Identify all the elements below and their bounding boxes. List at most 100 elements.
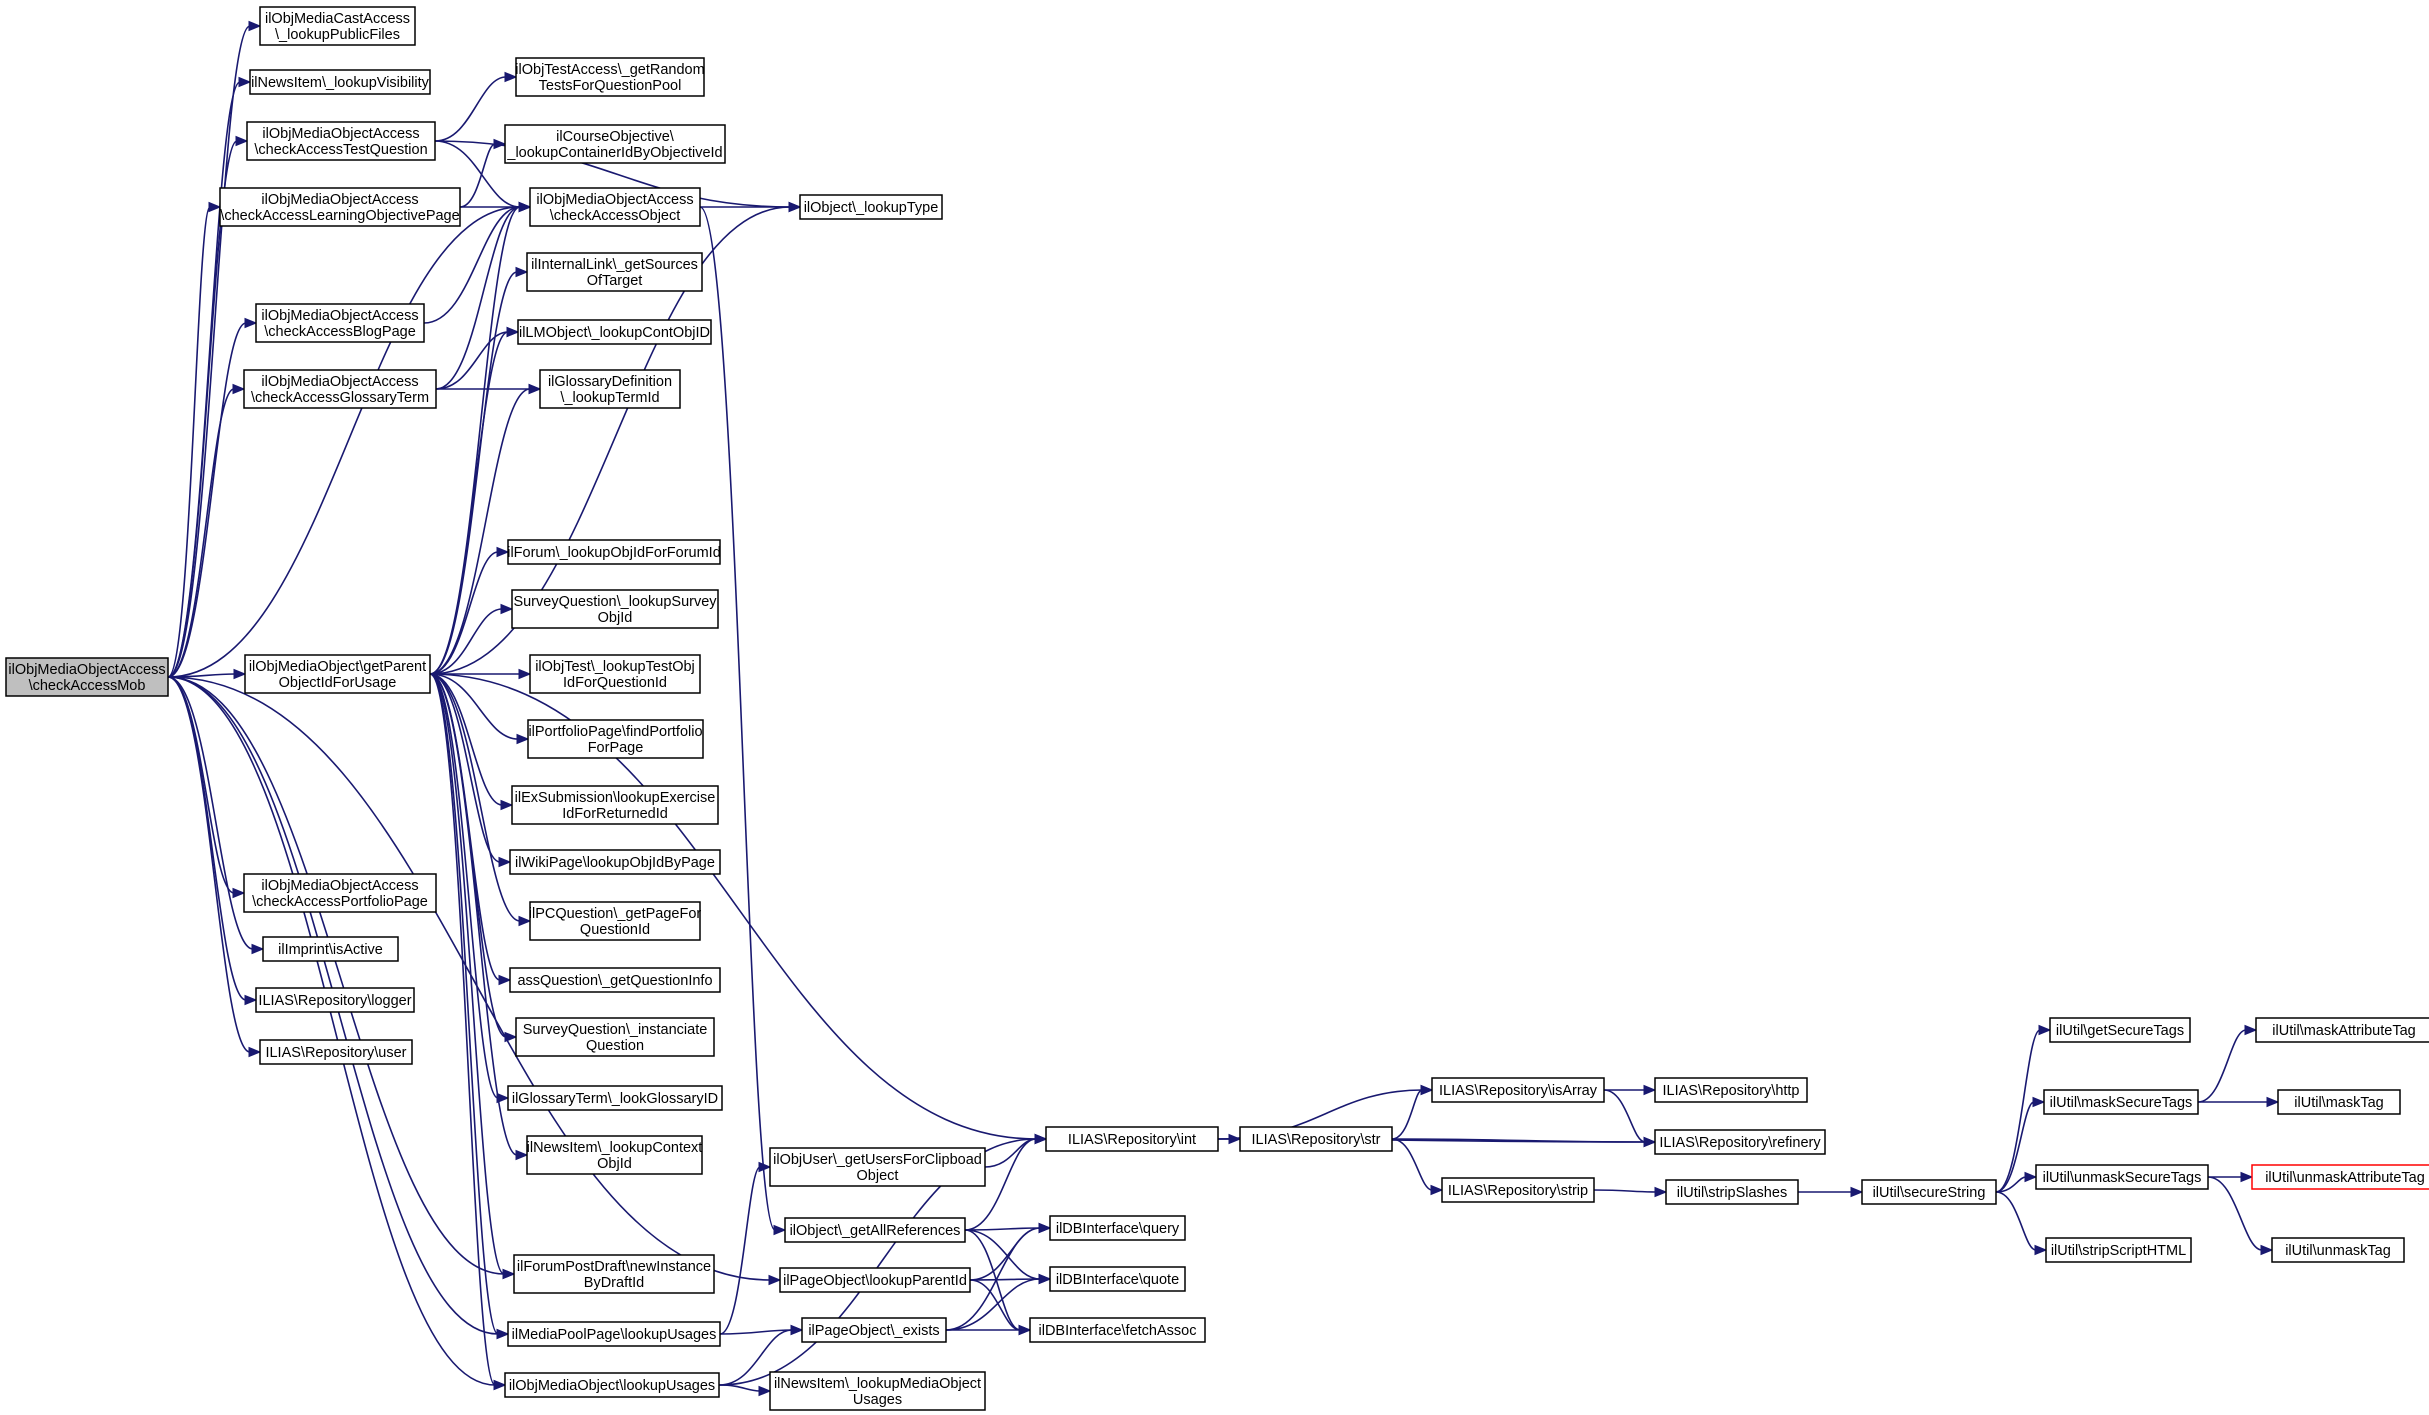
node-label-line: ilObjTestAccess\_getRandom xyxy=(515,62,704,78)
node-n40[interactable]: ilDBInterface\quote xyxy=(1049,1266,1186,1292)
node-n3[interactable]: ilObjMediaObjectAccess\checkAccessTestQu… xyxy=(246,121,436,161)
edge-line xyxy=(429,673,496,1386)
node-n51[interactable]: ilUtil\unmaskSecureTags xyxy=(2035,1164,2209,1190)
node-n13[interactable]: ilCourseObjective\_lookupContainerIdByOb… xyxy=(504,124,726,164)
edge-line xyxy=(984,1138,1037,1168)
node-n35[interactable]: ilPageObject\lookupParentId xyxy=(779,1267,971,1293)
node-n8[interactable]: ilObjMediaObjectAccess\checkAccessPortfo… xyxy=(243,873,437,913)
node-label-line: SurveyQuestion\_lookupSurvey xyxy=(513,594,717,610)
node-n46[interactable]: ILIAS\Repository\refinery xyxy=(1654,1129,1826,1155)
arrowhead-icon xyxy=(235,135,249,147)
node-n10[interactable]: ILIAS\Repository\logger xyxy=(255,987,415,1013)
edge-line xyxy=(429,388,531,675)
edge-line xyxy=(964,1227,1041,1231)
node-n55[interactable]: ilUtil\unmaskAttributeTag xyxy=(2251,1164,2429,1190)
node-n6[interactable]: ilObjMediaObjectAccess\checkAccessGlossa… xyxy=(243,369,437,409)
node-n39[interactable]: ilDBInterface\query xyxy=(1049,1215,1186,1241)
node-n31[interactable]: ilMediaPoolPage\lookupUsages xyxy=(507,1321,721,1347)
edge-line xyxy=(429,206,521,675)
node-label-line: ilUtil\stripSlashes xyxy=(1677,1185,1787,1201)
node-n18[interactable]: ilGlossaryDefinition\_lookupTermId xyxy=(539,369,681,409)
node-n1[interactable]: ilObjMediaCastAccess\_lookupPublicFiles xyxy=(259,6,416,46)
node-label-line: ilPCQuestion\_getPageFor xyxy=(529,906,702,922)
node-n2[interactable]: ilNewsItem\_lookupVisibility xyxy=(249,69,431,95)
node-n26[interactable]: assQuestion\_getQuestionInfo xyxy=(509,967,721,993)
node-label-line: ilUtil\stripScriptHTML xyxy=(2051,1243,2186,1259)
node-n49[interactable]: ilUtil\getSecureTags xyxy=(2049,1017,2191,1043)
edge-line xyxy=(459,143,496,208)
edge-n48-to-n51 xyxy=(1995,1171,2038,1193)
node-n11[interactable]: ILIAS\Repository\user xyxy=(259,1039,413,1065)
node-box xyxy=(5,657,169,697)
node-n42[interactable]: ILIAS\Repository\str xyxy=(1239,1126,1393,1152)
edge-n48-to-n50 xyxy=(1995,1096,2046,1193)
node-n9[interactable]: ilImprint\isActive xyxy=(262,936,399,962)
node-box xyxy=(262,936,399,962)
node-n7[interactable]: ilObjMediaObject\getParentObjectIdForUsa… xyxy=(244,654,431,694)
node-label-line: ilUtil\maskAttributeTag xyxy=(2272,1023,2415,1039)
edge-line xyxy=(964,1229,1041,1280)
node-box xyxy=(1029,1317,1206,1343)
node-n34[interactable]: ilObject\_getAllReferences xyxy=(784,1217,966,1243)
node-n14[interactable]: ilObjMediaObjectAccess\checkAccessObject xyxy=(529,187,701,227)
edge-line xyxy=(167,388,235,678)
node-n19[interactable]: ilForum\_lookupObjIdForForumId xyxy=(507,539,721,565)
arrowhead-icon xyxy=(504,1031,518,1043)
node-n38[interactable]: ILIAS\Repository\int xyxy=(1045,1126,1219,1152)
node-n45[interactable]: ILIAS\Repository\http xyxy=(1654,1077,1808,1103)
node-label-line: ilUtil\unmaskSecureTags xyxy=(2043,1170,2202,1186)
node-box xyxy=(2045,1237,2192,1263)
node-n43[interactable]: ILIAS\Repository\isArray xyxy=(1431,1077,1605,1103)
node-n44[interactable]: ILIAS\Repository\strip xyxy=(1441,1177,1595,1203)
edge-line xyxy=(167,81,241,678)
arrowhead-icon xyxy=(1034,1133,1048,1145)
node-box xyxy=(259,6,416,46)
node-n41[interactable]: ilDBInterface\fetchAssoc xyxy=(1029,1317,1206,1343)
node-n28[interactable]: ilGlossaryTerm\_lookGlossaryID xyxy=(507,1085,723,1111)
node-n47[interactable]: ilUtil\stripSlashes xyxy=(1665,1179,1799,1205)
node-n50[interactable]: ilUtil\maskSecureTags xyxy=(2043,1089,2199,1115)
node-label-line: \_lookupPublicFiles xyxy=(275,27,400,43)
node-n15[interactable]: ilObject\_lookupType xyxy=(799,194,943,220)
node-label-line: \checkAccessBlogPage xyxy=(264,324,416,340)
node-box xyxy=(2251,1164,2429,1190)
node-n52[interactable]: ilUtil\stripScriptHTML xyxy=(2045,1237,2192,1263)
edge-n0-to-n30 xyxy=(167,676,516,1280)
edge-line xyxy=(964,1138,1037,1231)
node-n56[interactable]: ilUtil\unmaskTag xyxy=(2271,1237,2405,1263)
node-n17[interactable]: ilLMObject\_lookupContObjID xyxy=(517,319,712,345)
edge-n7-to-n19 xyxy=(429,546,510,675)
node-box xyxy=(219,187,461,227)
edge-n7-to-n38 xyxy=(429,673,1048,1145)
arrowhead-icon xyxy=(2240,1171,2254,1183)
node-label-line: ilDBInterface\quote xyxy=(1056,1272,1179,1288)
node-n53[interactable]: ilUtil\maskAttributeTag xyxy=(2255,1017,2429,1043)
node-n23[interactable]: ilExSubmission\lookupExerciseIdForReturn… xyxy=(511,785,719,825)
edge-n32-to-n36 xyxy=(718,1324,804,1386)
node-box xyxy=(513,1254,715,1294)
node-n36[interactable]: ilPageObject\_exists xyxy=(801,1317,947,1343)
edge-n31-to-n33 xyxy=(719,1161,772,1335)
node-n4[interactable]: ilObjMediaObjectAccess\checkAccessLearni… xyxy=(219,187,461,227)
node-label-line: ilUtil\secureString xyxy=(1873,1185,1986,1201)
edge-n51-to-n55 xyxy=(2208,1171,2254,1183)
node-n54[interactable]: ilUtil\maskTag xyxy=(2277,1089,2401,1115)
node-n0[interactable]: ilObjMediaObjectAccess\checkAccessMob xyxy=(5,657,169,697)
node-n5[interactable]: ilObjMediaObjectAccess\checkAccessBlogPa… xyxy=(255,303,425,343)
node-n24[interactable]: ilWikiPage\lookupObjIdByPage xyxy=(509,849,721,875)
arrowhead-icon xyxy=(1038,1222,1052,1234)
node-label-line: ilObject\_getAllReferences xyxy=(790,1223,961,1239)
node-n12[interactable]: ilObjTestAccess\_getRandomTestsForQuesti… xyxy=(515,57,705,97)
node-n48[interactable]: ilUtil\secureString xyxy=(1861,1179,1997,1205)
node-n32[interactable]: ilObjMediaObject\lookupUsages xyxy=(504,1372,720,1398)
